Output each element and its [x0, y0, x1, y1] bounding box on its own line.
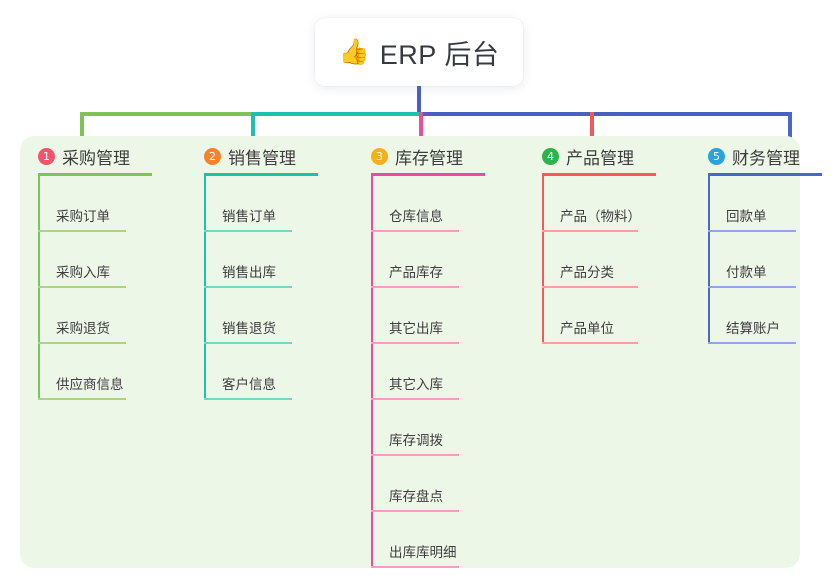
- leaf-item-label: 仓库信息: [389, 209, 443, 224]
- root-stem-connector: [417, 86, 421, 114]
- leaf-item-label: 供应商信息: [56, 377, 124, 392]
- leaf-item-rule: [371, 454, 459, 456]
- thumbs-up-icon: 👍: [338, 37, 370, 66]
- diagram-panel: [20, 136, 800, 568]
- leaf-item-label: 采购入库: [56, 265, 110, 280]
- column-container: 1 采购管理采购订单采购入库采购退货供应商信息 2 销售管理销售订单销售出库销售退货客…: [20, 136, 822, 568]
- column-title-3: 库存管理: [395, 149, 463, 168]
- leaf-item-label: 产品库存: [389, 265, 443, 280]
- column-badge-1: 1: [38, 148, 55, 165]
- root-node-title: ERP 后台: [379, 39, 500, 70]
- leaf-item-rule: [708, 230, 796, 232]
- column-header-rule-2: [204, 173, 318, 176]
- column-3: 3 库存管理仓库信息产品库存其它出库其它入库库存调拨库存盘点出库库明细: [353, 136, 524, 568]
- leaf-item-rule: [204, 230, 292, 232]
- leaf-item-label: 其它出库: [389, 321, 443, 336]
- leaf-item-rule: [204, 398, 292, 400]
- column-trunk-3: [371, 176, 373, 568]
- leaf-item-rule: [542, 230, 638, 232]
- leaf-item-rule: [38, 398, 126, 400]
- column-header-rule-5: [708, 173, 822, 176]
- leaf-item-label: 产品分类: [560, 265, 614, 280]
- leaf-item-label: 其它入库: [389, 377, 443, 392]
- leaf-item-rule: [38, 342, 126, 344]
- column-trunk-5: [708, 176, 710, 344]
- drop-col-5: [788, 112, 792, 144]
- column-5: 5 财务管理回款单付款单结算账户: [690, 136, 822, 568]
- segment-teal: [251, 112, 421, 116]
- leaf-item-label: 采购退货: [56, 321, 110, 336]
- leaf-item-rule: [708, 342, 796, 344]
- leaf-item-label: 库存调拨: [389, 433, 443, 448]
- drop-col-1: [80, 112, 84, 144]
- leaf-item-label: 出库库明细: [389, 545, 457, 560]
- column-badge-2: 2: [204, 148, 221, 165]
- column-title-4: 产品管理: [566, 149, 634, 168]
- leaf-item-rule: [371, 230, 459, 232]
- leaf-item-rule: [204, 342, 292, 344]
- column-1: 1 采购管理采购订单采购入库采购退货供应商信息: [20, 136, 186, 568]
- column-badge-5: 5: [708, 148, 725, 165]
- leaf-item-label: 付款单: [726, 265, 767, 280]
- column-badge-3: 3: [371, 148, 388, 165]
- leaf-item-rule: [38, 286, 126, 288]
- column-title-5: 财务管理: [732, 149, 800, 168]
- leaf-item-label: 销售出库: [222, 265, 276, 280]
- leaf-item-label: 客户信息: [222, 377, 276, 392]
- leaf-item-rule: [38, 230, 126, 232]
- leaf-item-rule: [371, 566, 459, 568]
- column-header-4[interactable]: 4 产品管理: [542, 144, 634, 169]
- column-trunk-4: [542, 176, 544, 344]
- column-header-rule-4: [542, 173, 656, 176]
- root-node-card[interactable]: 👍 ERP 后台: [315, 18, 523, 86]
- leaf-item-label: 产品单位: [560, 321, 614, 336]
- column-title-2: 销售管理: [228, 149, 296, 168]
- segment-green: [80, 112, 253, 116]
- column-badge-4: 4: [542, 148, 559, 165]
- column-header-rule-3: [371, 173, 485, 176]
- leaf-item-label: 产品（物料）: [560, 209, 641, 224]
- segment-blue: [419, 112, 792, 116]
- column-trunk-1: [38, 176, 40, 400]
- leaf-item-label: 采购订单: [56, 209, 110, 224]
- column-2: 2 销售管理销售订单销售出库销售退货客户信息: [186, 136, 353, 568]
- leaf-item-rule: [371, 342, 459, 344]
- drop-col-3: [419, 112, 423, 144]
- column-header-2[interactable]: 2 销售管理: [204, 144, 296, 169]
- leaf-item-label: 销售订单: [222, 209, 276, 224]
- leaf-item-label: 回款单: [726, 209, 767, 224]
- drop-col-2: [251, 112, 255, 144]
- column-title-1: 采购管理: [62, 149, 130, 168]
- column-header-3[interactable]: 3 库存管理: [371, 144, 463, 169]
- column-header-rule-1: [38, 173, 152, 176]
- leaf-item-rule: [371, 510, 459, 512]
- leaf-item-label: 销售退货: [222, 321, 276, 336]
- drop-col-4: [590, 112, 594, 144]
- leaf-item-rule: [371, 286, 459, 288]
- column-trunk-2: [204, 176, 206, 400]
- column-header-1[interactable]: 1 采购管理: [38, 144, 130, 169]
- column-header-5[interactable]: 5 财务管理: [708, 144, 800, 169]
- leaf-item-label: 库存盘点: [389, 489, 443, 504]
- leaf-item-rule: [542, 342, 638, 344]
- leaf-item-rule: [371, 398, 459, 400]
- column-4: 4 产品管理产品（物料） 产品分类产品单位: [524, 136, 690, 568]
- leaf-item-rule: [708, 286, 796, 288]
- leaf-item-rule: [542, 286, 638, 288]
- leaf-item-label: 结算账户: [726, 321, 780, 336]
- leaf-item-rule: [204, 286, 292, 288]
